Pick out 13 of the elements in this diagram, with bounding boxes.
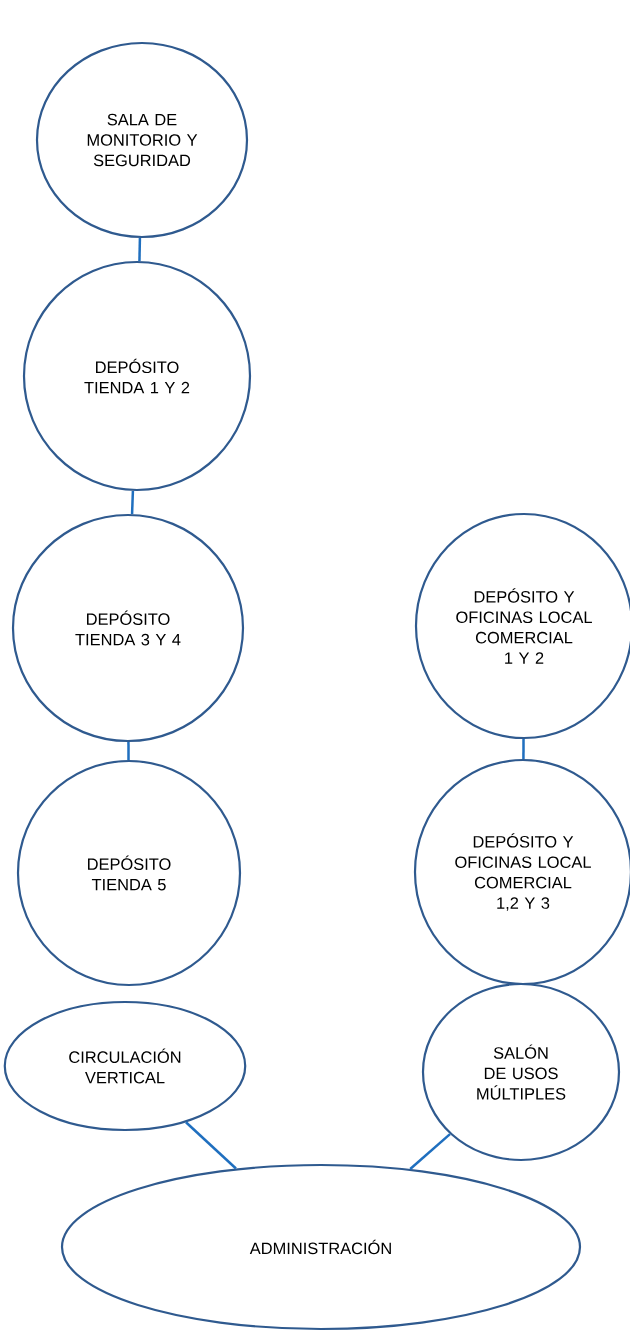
- ellipse-node: ADMINISTRACIÓN: [60, 1163, 582, 1331]
- connector-line: [522, 739, 525, 759]
- connector-line: [409, 1133, 451, 1170]
- connector-line: [127, 742, 130, 760]
- circle-node: DEPÓSITO TIENDA 3 Y 4: [11, 513, 245, 743]
- circle-node: DEPÓSITO TIENDA 1 Y 2: [22, 260, 252, 492]
- circle-node: SALÓN DE USOS MÚLTIPLES: [421, 982, 621, 1162]
- ellipse-node: CIRCULACIÓN VERTICAL: [3, 1000, 247, 1132]
- connector-line: [138, 238, 142, 261]
- connector-line: [130, 491, 135, 515]
- circle-node: SALA DE MONITORIO Y SEGURIDAD: [35, 41, 249, 239]
- circle-node: DEPÓSITO TIENDA 5: [16, 759, 242, 987]
- connector-line: [185, 1121, 237, 1170]
